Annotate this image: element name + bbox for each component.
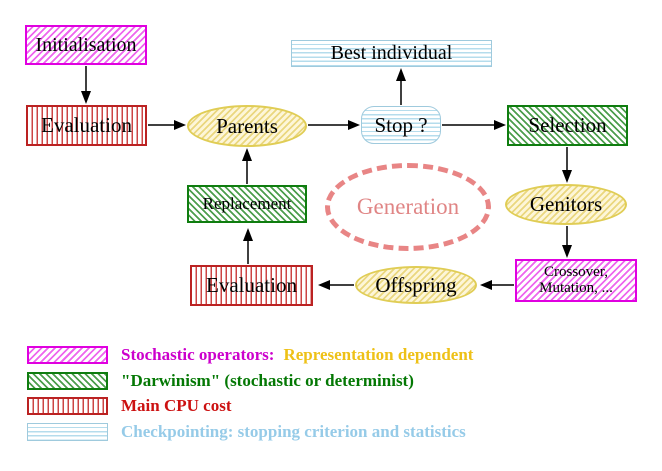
arrow-genitors-to-crossover <box>562 226 572 258</box>
node-best-individual-label: Best individual <box>330 42 453 64</box>
arrow-evaluation-to-replacement <box>243 228 253 264</box>
node-evaluation-bottom-label: Evaluation <box>206 273 297 298</box>
arrow-replacement-to-parents <box>242 148 252 184</box>
node-replacement-label: Replacement <box>202 194 292 214</box>
arrow-parents-to-stop <box>308 120 360 130</box>
legend-row-stochastic-operators: Stochastic operators: Representation dep… <box>27 344 473 366</box>
arrow-stop-to-selection <box>442 120 506 130</box>
legend-label-representation-dependent: Representation dependent <box>283 345 474 364</box>
node-genitors-label: Genitors <box>529 192 603 217</box>
legend-swatch-green-hatch <box>27 372 108 390</box>
node-offspring-label: Offspring <box>375 272 457 297</box>
node-crossover-line2: Mutation, ... <box>539 279 613 296</box>
arrow-crossover-to-offspring <box>480 280 514 290</box>
node-replacement: Replacement <box>187 185 307 223</box>
node-selection: Selection <box>507 105 628 146</box>
legend-label-darwinism: "Darwinism" (stochastic or determinist) <box>121 371 414 390</box>
legend-swatch-red-vlines <box>27 397 108 415</box>
node-stop-label: Stop ? <box>374 112 428 137</box>
arrow-evaluation-to-parents <box>148 120 186 130</box>
legend-row-main-cpu-cost: Main CPU cost <box>27 395 231 417</box>
generation-label: Generation <box>356 194 460 219</box>
legend-label-stochastic-operators: Stochastic operators: <box>121 345 275 364</box>
node-genitors: Genitors <box>505 184 627 225</box>
node-evaluation-top: Evaluation <box>26 105 147 146</box>
legend-swatch-cyan-hlines <box>27 423 108 441</box>
arrow-initialisation-to-evaluation <box>81 66 91 104</box>
node-selection-label: Selection <box>528 113 607 138</box>
legend-swatch-magenta-hatch <box>27 346 108 364</box>
node-initialisation-label: Initialisation <box>35 33 137 56</box>
legend-label-main-cpu-cost: Main CPU cost <box>121 396 232 415</box>
node-crossover-mutation: Crossover, Mutation, ... <box>515 259 637 302</box>
node-parents: Parents <box>187 105 307 147</box>
node-crossover-line1: Crossover, <box>544 263 608 280</box>
node-initialisation: Initialisation <box>25 25 147 65</box>
legend-row-darwinism: "Darwinism" (stochastic or determinist) <box>27 370 414 392</box>
generation-cycle-ellipse: Generation <box>325 163 491 251</box>
node-evaluation-bottom: Evaluation <box>190 265 313 306</box>
node-best-individual: Best individual <box>291 40 492 67</box>
legend-row-checkpointing: Checkpointing: stopping criterion and st… <box>27 421 466 443</box>
node-offspring: Offspring <box>355 266 477 304</box>
legend-label-checkpointing: Checkpointing: stopping criterion and st… <box>121 422 466 441</box>
arrow-offspring-to-evaluation <box>318 280 354 290</box>
arrow-selection-to-genitors <box>562 147 572 183</box>
node-stop: Stop ? <box>361 106 441 144</box>
node-parents-label: Parents <box>216 113 278 138</box>
arrow-stop-to-best-individual <box>396 68 406 105</box>
node-evaluation-top-label: Evaluation <box>41 113 132 138</box>
